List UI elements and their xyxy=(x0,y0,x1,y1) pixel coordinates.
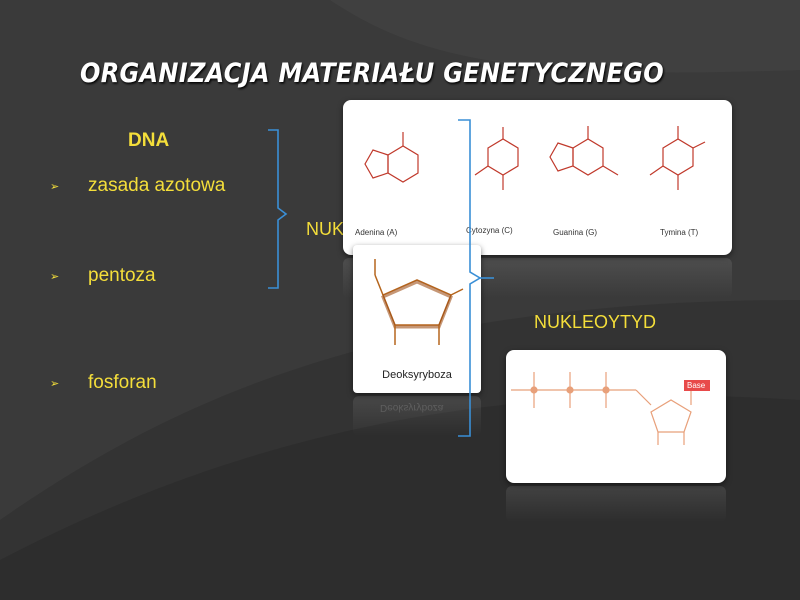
bullet-text: zasada azotowa xyxy=(88,175,226,196)
nucleotide-structure xyxy=(511,372,710,445)
deoxyribose-structure xyxy=(374,259,464,345)
arrow-bullet-icon: ➢ xyxy=(50,180,60,193)
arrow-bullet-icon: ➢ xyxy=(50,270,60,283)
bullet-item: ➢ fosforan xyxy=(50,372,157,394)
nitrogen-bases-structures xyxy=(364,126,706,190)
dna-label: DNA xyxy=(128,130,170,151)
bullet-item: ➢ zasada azotowa xyxy=(50,175,225,197)
base-name-thymine: Tymina (T) xyxy=(660,228,699,237)
nitrogen-bases-image: Adenina (A) Cytozyna (C) Guanina (G) Tym… xyxy=(343,100,732,255)
nucleotide-image: Base xyxy=(506,350,726,483)
nukleotyd-label: NUKLEOYTYD xyxy=(534,312,657,332)
nucleotide-card-reflection xyxy=(506,486,726,522)
base-tag-label: Base xyxy=(687,381,706,390)
bullet-item: ➢ pentoza xyxy=(50,265,156,287)
base-name-cytosine: Cytozyna (C) xyxy=(466,226,513,235)
base-name-guanine: Guanina (G) xyxy=(553,228,598,237)
bullet-text: pentoza xyxy=(88,265,156,286)
sugar-name-reflection: Deoksyryboza xyxy=(380,402,444,413)
sugar-name: Deoksyryboza xyxy=(382,369,452,381)
slide-title: ORGANIZACJA MATERIAŁU GENETYCZNEGO xyxy=(80,58,664,89)
deoxyribose-image: Deoksyryboza xyxy=(353,245,481,393)
arrow-bullet-icon: ➢ xyxy=(50,377,60,390)
bullet-text: fosforan xyxy=(88,372,157,393)
nukleozyd-label: NUK xyxy=(306,219,345,239)
base-name-adenine: Adenina (A) xyxy=(355,228,398,237)
